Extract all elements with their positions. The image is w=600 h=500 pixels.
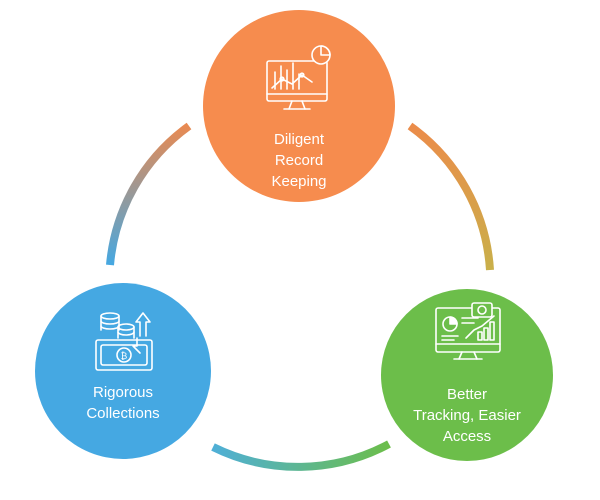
label-line: Diligent (273, 131, 325, 148)
connector-arc-right (407, 122, 494, 271)
node-label-record-keeping: Diligent Record Keeping (224, 129, 374, 192)
analytics-monitor-icon (435, 302, 501, 360)
node-label-tracking-access: Better Tracking, Easier Access (392, 384, 542, 447)
dashboard-monitor-icon (266, 45, 331, 110)
label-line: Access (442, 428, 492, 445)
node-circle-tracking-access (381, 289, 553, 461)
label-line: Tracking, Easier (413, 407, 521, 424)
money-collection-icon: ₿ (95, 312, 153, 371)
label-line: Better (446, 386, 488, 403)
node-circle-collections (35, 283, 211, 459)
label-line: Record (274, 152, 324, 169)
node-circle-record-keeping (203, 10, 395, 202)
svg-text:₿: ₿ (121, 351, 128, 362)
connector-arc-bottom (211, 440, 391, 471)
label-line: Keeping (271, 173, 327, 190)
connector-arc-left (106, 122, 192, 266)
label-line: Collections (86, 405, 160, 422)
node-label-collections: Rigorous Collections (48, 382, 198, 424)
label-line: Rigorous (92, 384, 154, 401)
